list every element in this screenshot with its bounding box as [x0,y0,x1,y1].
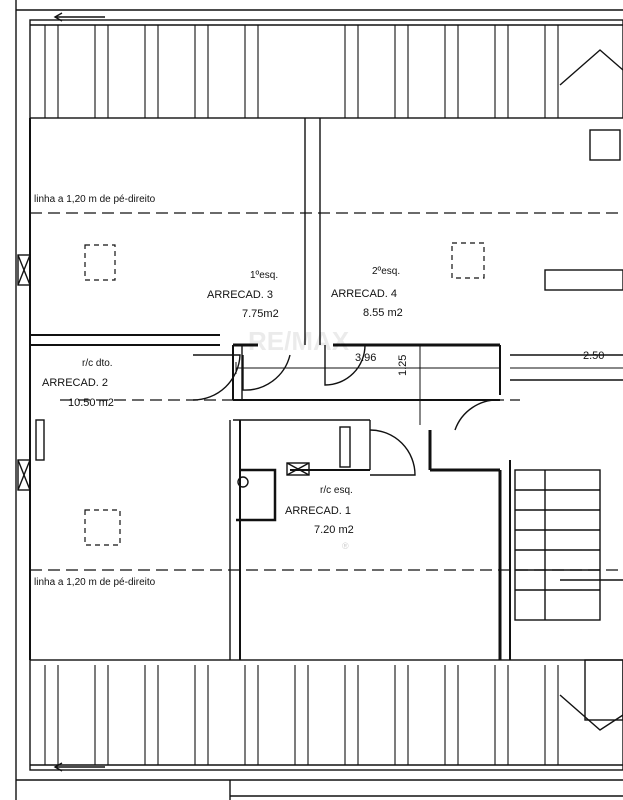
room-3-floor: 1ºesq. [250,270,279,281]
height-line-label-bottom: linha a 1,20 m de pé-direito [34,577,156,588]
room-3-name: ARRECAD. 3 [207,289,274,301]
dimension-width-a: 3.96 [355,352,377,364]
dimension-width-b: 2.50 [583,350,605,362]
room-4-floor: 2ºesq. [372,266,401,277]
room-2-name: ARRECAD. 2 [42,377,109,389]
room-3-area: 7.75m2 [242,308,279,320]
room-1-area: 7.20 m2 [314,524,354,536]
room-2-floor: r/c dto. [82,358,113,369]
room-2-area: 10.50 m2 [68,397,114,409]
remax-watermark: RE/MAX [248,326,350,356]
room-1-name: ARRECAD. 1 [285,505,352,517]
registered-mark: ® [342,541,349,551]
height-line-label-top: linha a 1,20 m de pé-direito [34,194,156,205]
room-1-floor: r/c esq. [320,485,353,496]
room-4-area: 8.55 m2 [363,307,403,319]
dimension-depth: 1.25 [397,354,409,376]
room-4-name: ARRECAD. 4 [331,288,398,300]
